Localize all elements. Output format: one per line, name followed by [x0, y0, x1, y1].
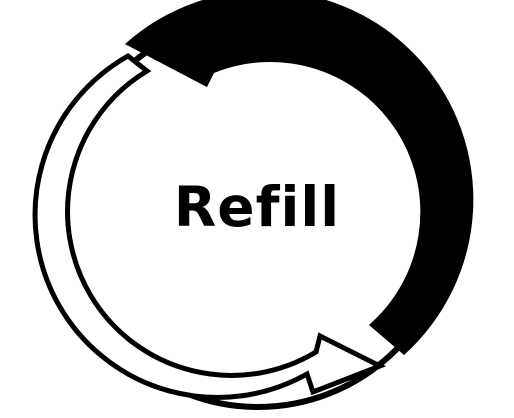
black-arrow-head	[125, 22, 214, 87]
black-arrow-arc	[125, 0, 474, 355]
refill-label: Refill	[173, 175, 341, 239]
white-arrow-arc	[32, 52, 387, 400]
